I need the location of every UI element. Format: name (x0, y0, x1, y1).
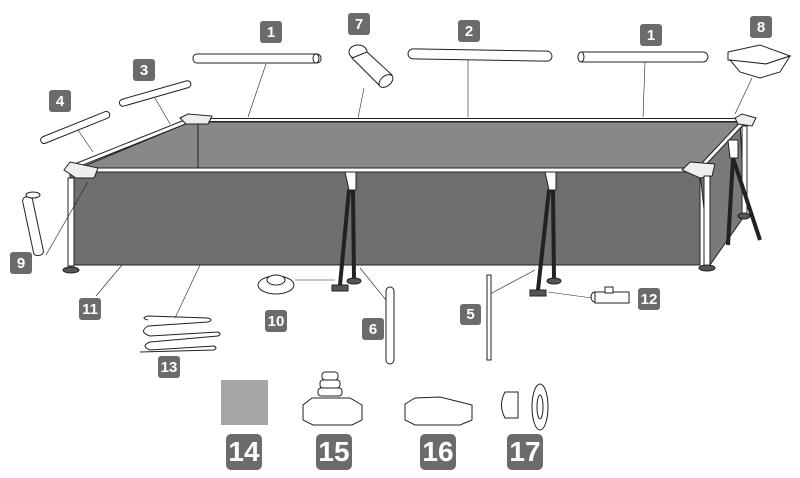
pipe-5 (486, 274, 492, 361)
pipe-1-right (577, 51, 709, 63)
label-10: 10 (265, 310, 287, 332)
valve-12 (590, 286, 630, 304)
label-1: 1 (260, 21, 282, 43)
label-2: 2 (458, 20, 480, 42)
foot-cap-10 (257, 274, 295, 295)
pipe-6 (385, 286, 395, 365)
label-14: 14 (226, 434, 262, 470)
t-connector-7 (348, 44, 394, 88)
leg-9 (22, 191, 44, 257)
plug-17 (501, 383, 549, 431)
strap-13 (139, 315, 221, 353)
pipe-2 (407, 48, 553, 62)
label-1: 1 (640, 24, 662, 46)
label-15: 15 (316, 434, 352, 470)
pipe-4 (40, 110, 111, 145)
label-9: 9 (10, 252, 32, 274)
label-12: 12 (638, 288, 660, 310)
label-13: 13 (158, 356, 180, 378)
adapter-15 (302, 371, 363, 426)
cap-16 (404, 396, 473, 426)
label-7: 7 (348, 13, 370, 35)
corner-joint-8 (727, 44, 792, 79)
label-16: 16 (420, 434, 456, 470)
label-5: 5 (460, 304, 481, 325)
label-6: 6 (362, 318, 384, 340)
pipe-3 (118, 80, 192, 107)
label-8: 8 (750, 16, 772, 38)
label-17: 17 (507, 434, 543, 470)
leader-lines (45, 60, 753, 319)
pool-body (62, 113, 762, 297)
label-4: 4 (49, 90, 71, 112)
repair-patch-14 (221, 380, 268, 425)
label-3: 3 (133, 59, 155, 81)
pipe-1-left (192, 53, 322, 64)
label-11: 11 (79, 298, 101, 320)
